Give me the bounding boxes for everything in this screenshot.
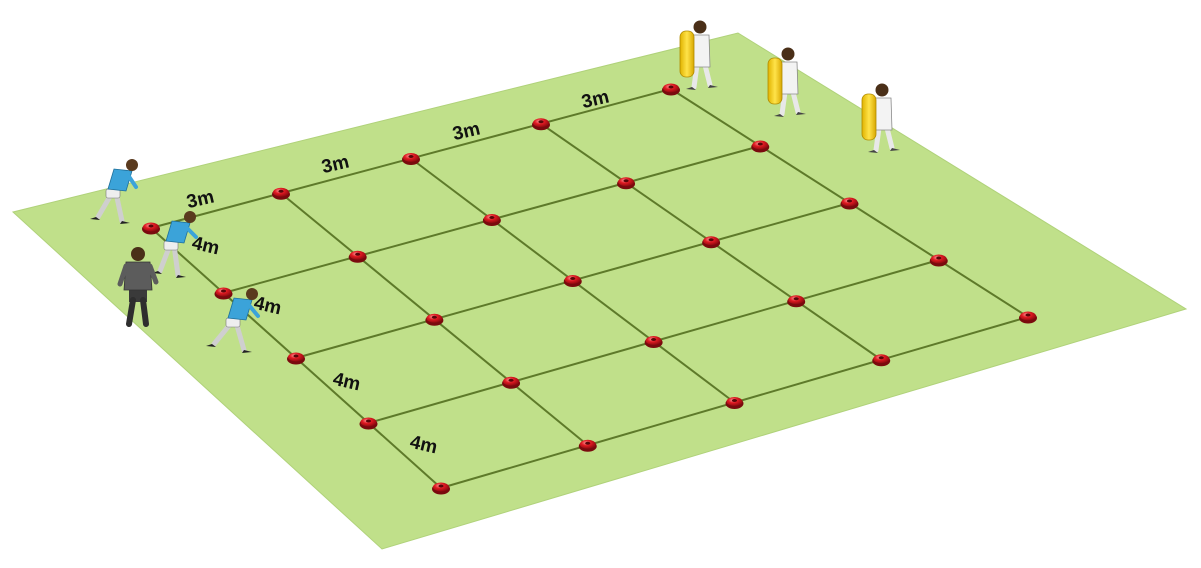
pitch (11, 32, 1188, 550)
rugby-attacker-icon (90, 159, 138, 224)
rugby-attacker-icon (206, 288, 260, 353)
marker-cone (359, 417, 378, 430)
defender-with-tackle-pad (767, 47, 806, 117)
marker-cone (425, 313, 444, 326)
marker-cone (644, 336, 663, 348)
marker-cone (929, 254, 948, 267)
tackle-pad-holder-icon (679, 20, 718, 90)
marker-cone (617, 177, 636, 190)
defender-with-tackle-pad (861, 83, 900, 153)
attacker-player (206, 288, 260, 353)
marker-cone (563, 275, 582, 287)
marker-cone (725, 397, 744, 409)
marker-cone (1019, 311, 1037, 324)
marker-cone (662, 83, 680, 96)
attacker-player (152, 211, 198, 278)
marker-cone (751, 140, 770, 153)
marker-cone (532, 118, 550, 131)
coach (117, 247, 159, 327)
attacker-player (90, 159, 138, 224)
marker-cone (482, 214, 501, 226)
marker-cone (432, 482, 450, 495)
marker-cone (787, 295, 806, 308)
tackle-pad-holder-icon (767, 47, 806, 117)
rugby-attacker-icon (152, 211, 198, 278)
marker-cone (214, 287, 233, 300)
marker-cone (402, 153, 420, 165)
coach-icon (117, 247, 159, 327)
marker-cone (872, 354, 891, 367)
marker-cone (840, 197, 859, 210)
marker-cone (272, 187, 290, 200)
marker-cone (287, 352, 305, 365)
marker-cone (348, 250, 367, 263)
defender-with-tackle-pad (679, 20, 718, 90)
tackle-pad-holder-icon (861, 83, 900, 153)
marker-cone (702, 236, 721, 249)
marker-cone (502, 376, 521, 389)
marker-cone (578, 439, 597, 452)
marker-cones (142, 83, 1037, 495)
marker-cone (142, 222, 160, 235)
